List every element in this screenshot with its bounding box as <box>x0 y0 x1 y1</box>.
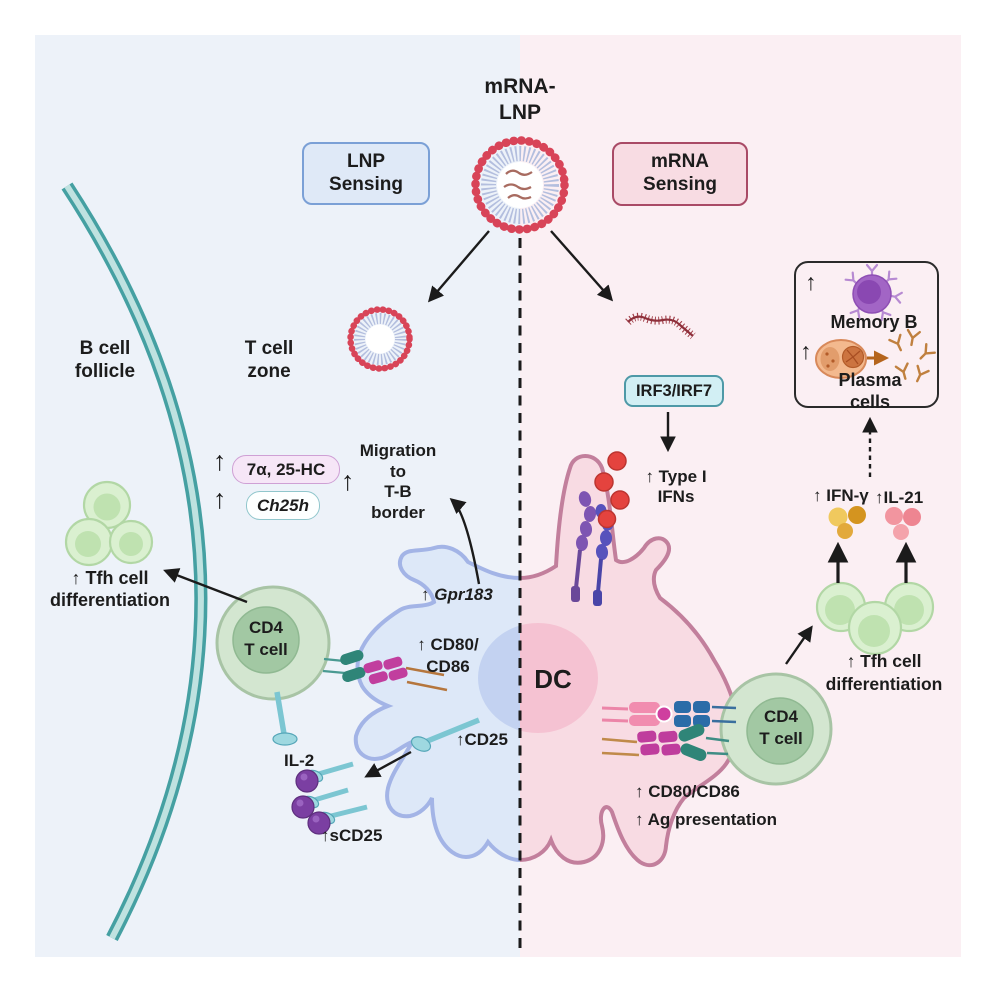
plasma-cell-icon <box>815 328 936 385</box>
cd4-t-cell-right <box>719 672 833 786</box>
cd25-label: ↑CD25 <box>456 730 508 749</box>
type1-ifn-dots <box>594 451 630 529</box>
mhc-tcr-synapse-left <box>322 650 448 692</box>
hc-pill: 7α, 25-HC <box>232 455 340 484</box>
follicle-border-icon <box>61 182 208 942</box>
tlr-receptor-icon <box>571 491 615 606</box>
arrow-migration <box>449 497 481 585</box>
ch25h-pill: Ch25h <box>246 491 320 520</box>
up-arrow-ch25h: ↑ <box>213 484 227 514</box>
dc-label: DC <box>534 664 572 694</box>
scd25-label: ↑sCD25 <box>321 826 383 845</box>
up-arrow-plasma: ↑ <box>800 338 812 364</box>
gpr183-label: ↑ Gpr183 <box>421 585 493 604</box>
cd4-t-cell-label-left: CD4 T cell <box>244 618 288 659</box>
tfh-differentiation-label-right: ↑ Tfh cell differentiation <box>825 651 943 694</box>
il2-receptor-stalk-icon <box>272 691 298 746</box>
mrna-strand-icon <box>625 312 696 340</box>
cd25-receptor-icon <box>410 717 481 752</box>
b-cell-follicle-label: B cell follicle <box>74 338 136 383</box>
cd80-cd86-label-left: ↑ CD80/ CD86 <box>417 635 479 677</box>
il2-scd25-molecules <box>291 761 368 835</box>
tfh-cells-left <box>64 480 154 567</box>
arrow-to-mrna <box>550 230 614 302</box>
cd4-t-cell-label-right: CD4 T cell <box>759 707 803 748</box>
up-arrow-7a25hc: ↑ <box>213 446 227 476</box>
il2-label: IL-2 <box>284 751 315 770</box>
page-title: mRNA- LNP <box>484 75 556 124</box>
cd4-t-cell-left <box>215 585 331 701</box>
memory-b-cell-icon <box>844 263 903 322</box>
lnp-particle-icon-small <box>347 306 413 372</box>
mhc-tcr-synapse-right <box>601 701 737 761</box>
irf-box: IRF3/IRF7 <box>624 375 724 407</box>
mrna-inside-lnp-icon <box>503 169 533 200</box>
plasma-cells-label: Plasma cells <box>838 370 902 412</box>
arrow-cd4-to-tfh-left <box>163 568 248 604</box>
up-arrow-migration: ↑ <box>341 466 355 496</box>
tfh-differentiation-label-left: ↑ Tfh cell differentiation <box>50 568 170 610</box>
memory-b-label: Memory B <box>830 312 918 332</box>
lnp-particle-icon-large <box>471 136 569 234</box>
il21-label: ↑IL-21 <box>875 488 924 507</box>
lnp-sensing-box: LNP Sensing <box>302 142 430 205</box>
tfh-cells-right <box>815 581 935 656</box>
ifn-gamma-dots <box>828 506 866 539</box>
il21-dots <box>885 507 921 540</box>
t-cell-zone-label: T cell zone <box>244 338 294 383</box>
ifn-gamma-label: ↑ IFN-γ <box>813 486 869 505</box>
arrow-to-lnp <box>427 230 490 303</box>
mrna-sensing-box: mRNA Sensing <box>612 142 748 206</box>
memory-plasma-box <box>794 261 939 408</box>
type1-ifns-label: ↑ Type I IFNs <box>645 467 707 507</box>
migration-label: Migration to T-B border <box>359 441 437 523</box>
up-arrow-memory-b: ↑ <box>805 269 817 295</box>
ag-presentation-label: ↑ Ag presentation <box>635 810 777 829</box>
arrow-cd25-to-scd25 <box>364 750 412 778</box>
arrow-cd4-to-tfh-right <box>785 625 813 665</box>
flow-arrows <box>163 230 917 778</box>
cd80-cd86-label-right: ↑ CD80/CD86 <box>635 782 740 801</box>
